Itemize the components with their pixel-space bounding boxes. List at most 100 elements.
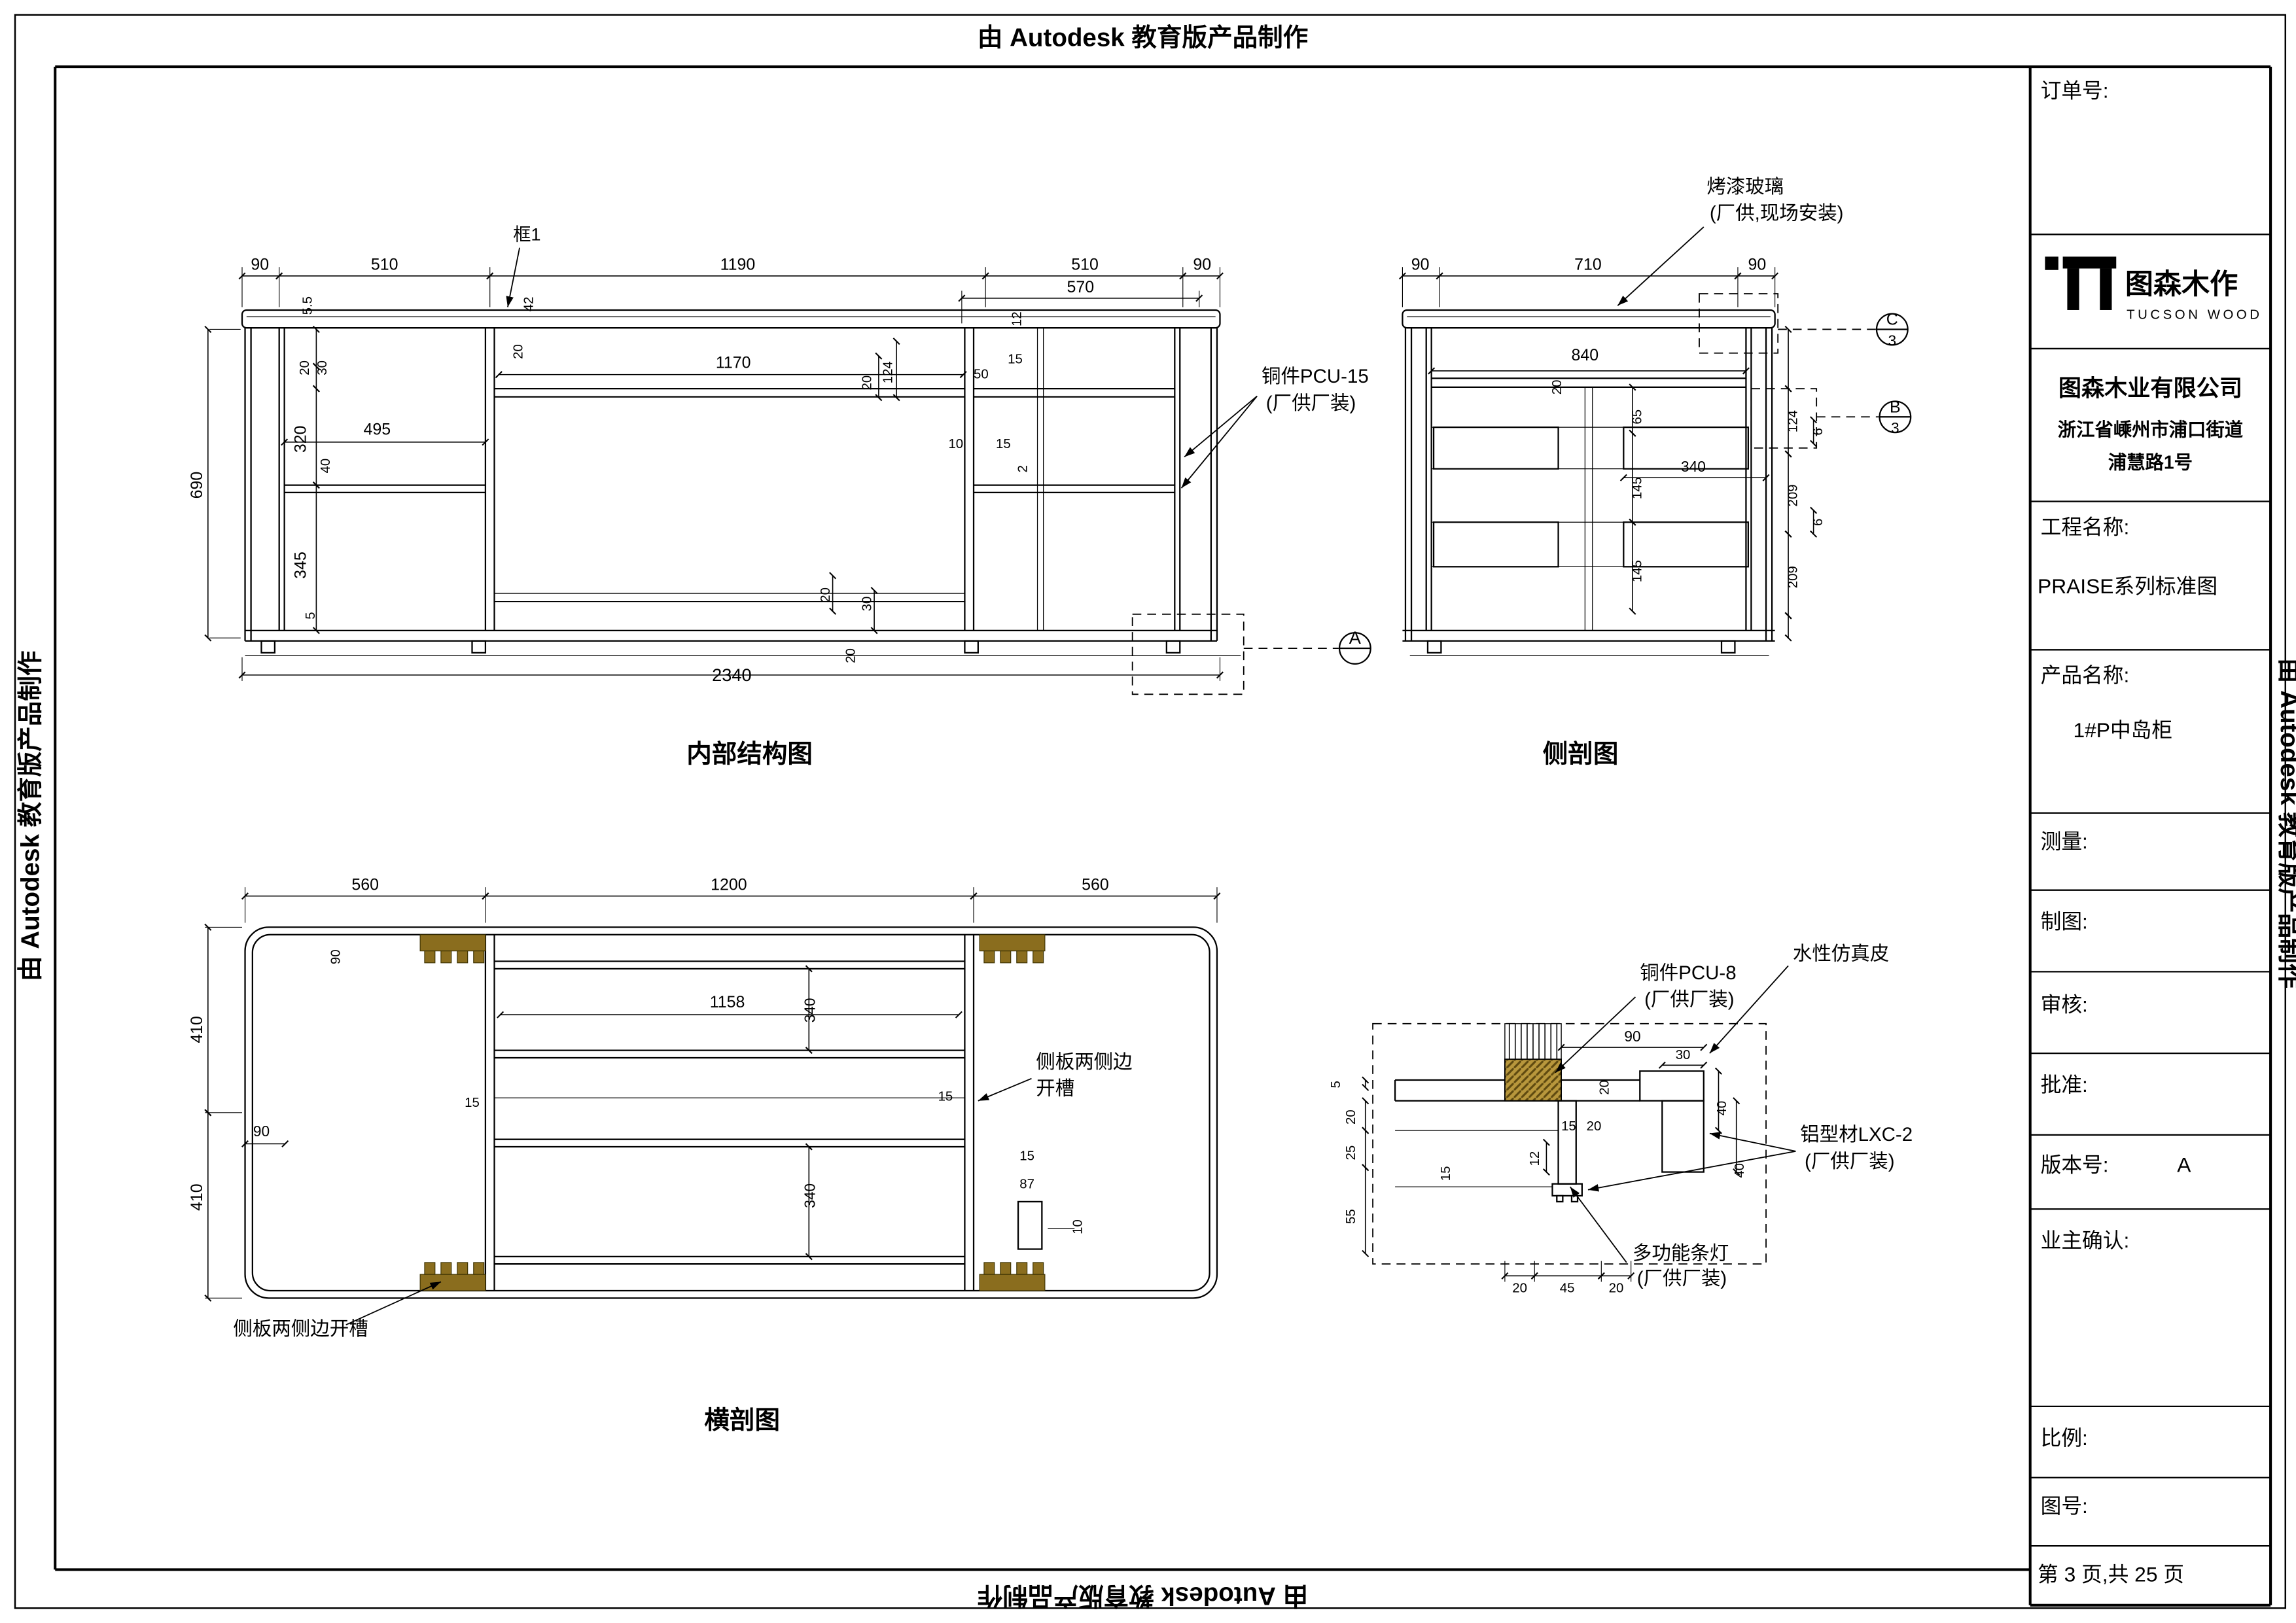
view-title-internal-structure: 内部结构图 bbox=[686, 741, 813, 769]
order-number-label: 订单号: bbox=[2041, 79, 2109, 103]
callout-aluminum-lxc2: 铝型材LXC-2 bbox=[1800, 1124, 1913, 1145]
dim-label: 6 bbox=[1811, 519, 1826, 526]
scale-label: 比例: bbox=[2041, 1426, 2088, 1450]
project-name-label: 工程名称: bbox=[2041, 515, 2130, 538]
dim-label: 20 bbox=[844, 648, 858, 663]
autodesk-banners: 由 Autodesk 教育版产品制作 由 Autodesk 教育版产品制作 由 … bbox=[16, 24, 2296, 1609]
dim-label: 510 bbox=[1071, 256, 1099, 274]
dim-label: 10 bbox=[948, 437, 963, 451]
dim-label: 15 bbox=[465, 1096, 480, 1110]
dim-label: 65 bbox=[1631, 410, 1645, 425]
dim-label: 40 bbox=[319, 459, 333, 474]
dim-label: 40 bbox=[1733, 1163, 1747, 1178]
dim-label: 42 bbox=[521, 297, 536, 312]
dim-label: 1170 bbox=[716, 353, 751, 372]
callout-waterborne-leather: 水性仿真皮 bbox=[1793, 943, 1889, 964]
dim-label: 30 bbox=[1676, 1048, 1691, 1062]
dim-label: 90 bbox=[1748, 256, 1767, 274]
dim-label: 209 bbox=[1786, 484, 1801, 506]
view-side-section: 侧剖图 bbox=[1398, 226, 1912, 769]
dim-label: 15 bbox=[938, 1090, 953, 1104]
label-side-panel-groove: 侧板两侧边 bbox=[1036, 1051, 1132, 1073]
dim-label: 90 bbox=[251, 256, 269, 274]
dim-label: 6 bbox=[1811, 428, 1826, 435]
dim-label: 124 bbox=[1786, 410, 1801, 432]
project-name-value: PRAISE系列标准图 bbox=[2038, 574, 2217, 598]
callout-aluminum-lxc2-note: (厂供厂装) bbox=[1805, 1151, 1895, 1172]
dim-label: 20 bbox=[1598, 1080, 1612, 1095]
dim-label: 5 bbox=[1329, 1081, 1343, 1088]
dim-label: 345 bbox=[292, 551, 310, 579]
logo-name: 图森木作 bbox=[2125, 269, 2238, 300]
company-address-1: 浙江省嵊州市浦口街道 bbox=[2058, 419, 2244, 441]
draft-label: 制图: bbox=[2041, 910, 2088, 934]
version-label: 版本号: bbox=[2041, 1153, 2109, 1177]
company-address-2: 浦慧路1号 bbox=[2108, 453, 2193, 474]
label-frame1: 框1 bbox=[513, 224, 540, 244]
autodesk-banner-right: 由 Autodesk 教育版产品制作 bbox=[2275, 658, 2296, 988]
dim-label: 560 bbox=[351, 876, 379, 894]
sheet-frame bbox=[14, 14, 2287, 1609]
balloon-b-number: 3 bbox=[1891, 419, 1899, 436]
autodesk-banner-bottom: 由 Autodesk 教育版产品制作 bbox=[978, 1582, 1308, 1610]
dim-label: 90 bbox=[329, 949, 344, 964]
dim-label: 12 bbox=[1528, 1151, 1542, 1166]
dim-label: 30 bbox=[315, 360, 330, 375]
label-side-panel-groove-line2: 开槽 bbox=[1036, 1078, 1074, 1100]
dim-label: 20 bbox=[819, 587, 833, 602]
dim-label: 570 bbox=[1067, 278, 1095, 296]
dim-label: 15 bbox=[1561, 1119, 1576, 1134]
dim-label: 2 bbox=[1016, 465, 1031, 472]
dim-label: 495 bbox=[364, 420, 391, 438]
callout-multifunction-light: 多功能条灯 bbox=[1633, 1242, 1729, 1264]
balloon-b-letter: B bbox=[1890, 398, 1901, 416]
glass-panel-hatch bbox=[1504, 1023, 1562, 1060]
product-name-value: 1#P中岛柜 bbox=[2073, 718, 2172, 742]
dim-label: 20 bbox=[1609, 1281, 1624, 1295]
view-title-side-section: 侧剖图 bbox=[1543, 741, 1619, 769]
dim-label: 1158 bbox=[710, 993, 745, 1011]
dim-label: 20 bbox=[1550, 380, 1564, 395]
dim-label: 90 bbox=[253, 1123, 270, 1140]
dim-label: 1200 bbox=[711, 876, 747, 894]
dim-label: 90 bbox=[1624, 1028, 1640, 1045]
logo-subtitle: TUCSON WOOD bbox=[2127, 308, 2262, 323]
balloon-a-letter: A bbox=[1349, 627, 1362, 648]
dim-label: 5.5 bbox=[301, 296, 315, 315]
dim-label: 1190 bbox=[720, 256, 756, 274]
dim-label: 410 bbox=[188, 1016, 206, 1043]
view-edge-detail bbox=[1362, 965, 1796, 1282]
version-value: A bbox=[2177, 1153, 2191, 1177]
dim-label: 690 bbox=[188, 472, 206, 499]
plan-hardware-bracket bbox=[978, 934, 1046, 964]
dim-label: 320 bbox=[292, 425, 310, 453]
view-internal-structure: 内部结构图 bbox=[204, 247, 1371, 769]
callout-hardware-pcu15: 铜件PCU-15 bbox=[1262, 366, 1369, 387]
dim-label: 340 bbox=[801, 998, 818, 1022]
page-info: 第 3 页,共 25 页 bbox=[2038, 1563, 2184, 1586]
product-name-label: 产品名称: bbox=[2041, 663, 2130, 687]
company-name: 图森木业有限公司 bbox=[2058, 376, 2242, 402]
autodesk-banner-left: 由 Autodesk 教育版产品制作 bbox=[16, 651, 44, 981]
dim-label: 209 bbox=[1786, 566, 1801, 588]
drawing-number-label: 图号: bbox=[2041, 1494, 2088, 1518]
dim-label: 20 bbox=[1344, 1109, 1358, 1125]
dim-label: 10 bbox=[1071, 1219, 1086, 1234]
approve-label: 批准: bbox=[2041, 1073, 2088, 1096]
dim-label: 12 bbox=[1010, 311, 1025, 326]
owner-confirm-label: 业主确认: bbox=[2041, 1229, 2130, 1252]
view-cross-section: 横剖图 bbox=[204, 887, 1221, 1435]
dim-label: 15 bbox=[1439, 1166, 1453, 1181]
dim-label: 5 bbox=[304, 612, 318, 619]
callout-hardware-pcu8: 铜件PCU-8 bbox=[1640, 962, 1736, 984]
dim-label: 87 bbox=[1019, 1178, 1034, 1192]
plan-hardware-bracket bbox=[978, 1261, 1046, 1292]
dim-label: 410 bbox=[188, 1183, 206, 1211]
dim-label: 124 bbox=[881, 361, 895, 383]
hardware-hatch-block bbox=[1504, 1058, 1562, 1102]
dim-label: 50 bbox=[974, 367, 989, 381]
balloon-c-number: 3 bbox=[1888, 332, 1897, 349]
dim-label: 15 bbox=[1008, 353, 1023, 367]
review-label: 审核: bbox=[2041, 993, 2088, 1017]
